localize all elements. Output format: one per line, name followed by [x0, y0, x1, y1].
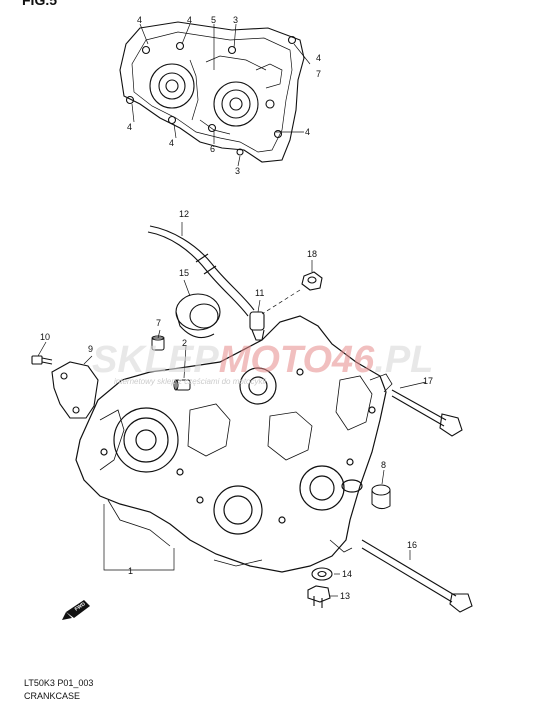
crankcase-cover-half	[119, 21, 305, 163]
fwd-arrow-icon: FWD	[62, 600, 90, 620]
callout-7: 7	[156, 318, 161, 328]
crankcase-main-1	[75, 315, 393, 573]
callout-4: 4	[316, 53, 321, 63]
section-name: CRANKCASE	[24, 691, 81, 701]
callout-15: 15	[179, 268, 189, 278]
nut-18	[301, 271, 323, 291]
callout-4: 4	[137, 15, 142, 25]
callout-8: 8	[381, 460, 386, 470]
bolt-16	[361, 539, 473, 613]
callout-10: 10	[40, 332, 50, 342]
callout-9: 9	[88, 344, 93, 354]
drain-plug-13	[307, 585, 331, 608]
watermark: SKLEPMOTO46.PL internetowy sklep z częśc…	[92, 339, 433, 386]
callout-6: 6	[210, 144, 215, 154]
callout-13: 13	[340, 591, 350, 601]
watermark-text-moto: MOTO	[219, 339, 332, 381]
callout-3: 3	[235, 166, 240, 176]
callout-16: 16	[407, 540, 417, 550]
bolt-10	[31, 355, 53, 365]
callout-7: 7	[316, 69, 321, 79]
watermark-text-pl: .PL	[374, 339, 433, 381]
leader-lines	[37, 23, 427, 597]
model-code: LT50K3 P01_003	[24, 678, 94, 688]
callout-3: 3	[233, 15, 238, 25]
callout-17: 17	[423, 376, 433, 386]
watermark-text-sklep: SKLEP	[92, 339, 219, 381]
bolt-17	[391, 389, 463, 437]
breather-hose-12	[147, 225, 255, 317]
fwd-label: FWD	[74, 601, 87, 613]
callout-14: 14	[342, 569, 352, 579]
callout-11: 11	[255, 288, 264, 298]
callout-5: 5	[211, 15, 216, 25]
breather-fitting-11	[249, 311, 265, 341]
callout-2: 2	[182, 338, 187, 348]
watermark-tagline: internetowy sklep z częściami do motocyk…	[114, 377, 266, 386]
callout-18: 18	[307, 249, 317, 259]
oil-seal-15	[175, 293, 221, 339]
callout-4: 4	[127, 122, 132, 132]
callout-4: 4	[169, 138, 174, 148]
watermark-text-46: 46	[331, 339, 375, 381]
figure-title: FIG.5	[22, 0, 58, 8]
dowel-pin-2	[173, 379, 191, 391]
callout-labels: 4 4 5 3 4 7 4 4 6 4 3 12 15 18 11 7 2 10…	[40, 15, 433, 601]
washer-14	[311, 567, 333, 581]
gasket-9	[51, 361, 99, 419]
svg-text:SKLEPMOTO46.PL: SKLEPMOTO46.PL	[92, 339, 433, 381]
callout-12: 12	[179, 209, 189, 219]
bushing-8	[371, 484, 391, 510]
callout-1: 1	[128, 566, 133, 576]
callout-4: 4	[187, 15, 192, 25]
callout-4: 4	[305, 127, 310, 137]
